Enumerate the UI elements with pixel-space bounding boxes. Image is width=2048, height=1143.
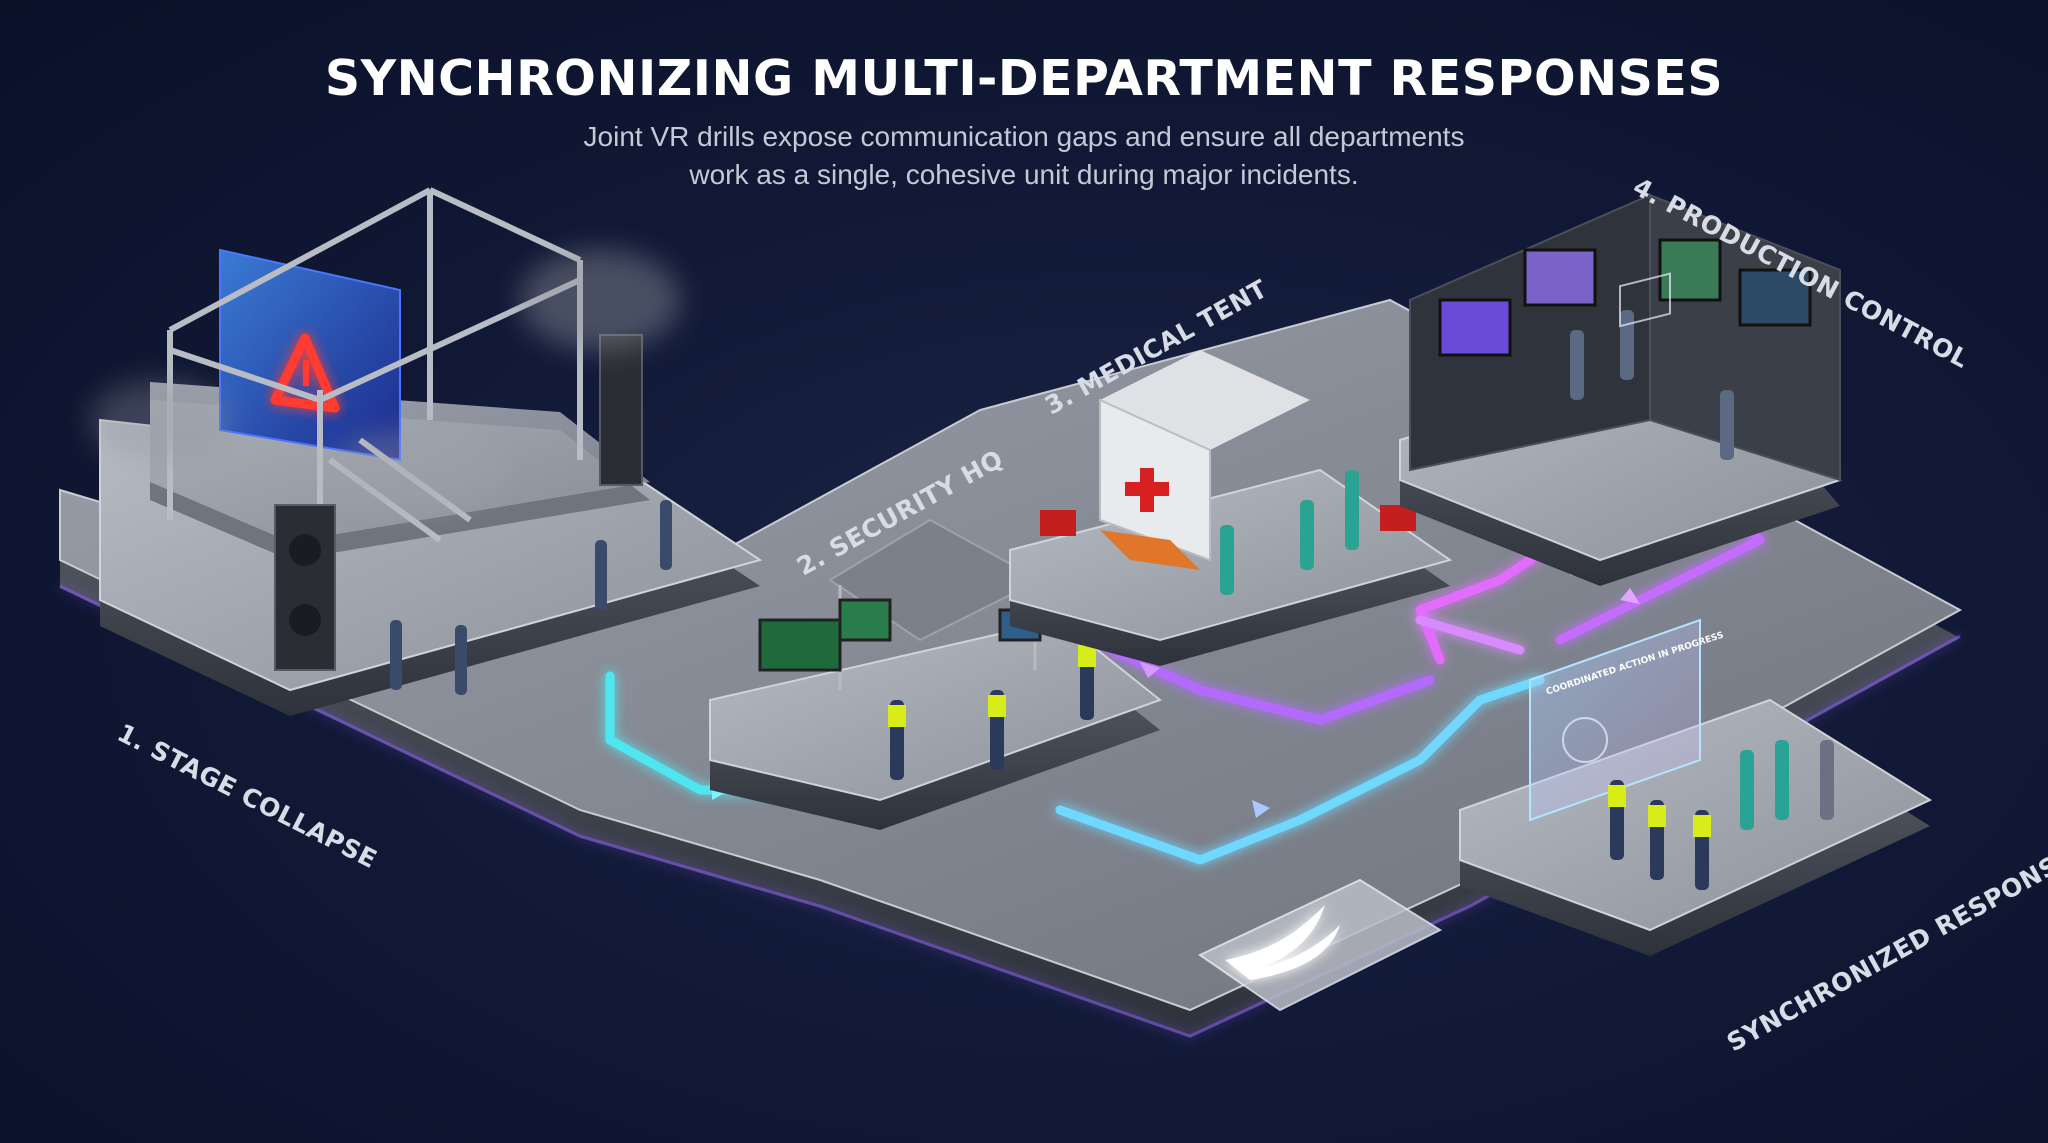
wing-logo-icon <box>1197 878 1443 1012</box>
holographic-display <box>1529 272 1701 822</box>
subtitle-line-1: Joint VR drills expose communication gap… <box>583 121 1465 152</box>
zone-stage-collapse <box>90 187 763 716</box>
smoke-debris <box>90 250 680 510</box>
zone-production-control <box>1399 193 1842 586</box>
page-subtitle: Joint VR drills expose communication gap… <box>524 118 1524 194</box>
control-room-screens <box>1438 238 1812 357</box>
control-operator-figures <box>1570 310 1734 460</box>
zone-medical-tent <box>1009 350 1453 666</box>
medic-figures <box>1220 470 1359 595</box>
stage-crew-figures <box>390 500 672 695</box>
speaker-stacks <box>274 334 643 671</box>
page-title: SYNCHRONIZING MULTI-DEPARTMENT RESPONSES <box>324 50 1724 107</box>
stage-truss <box>167 187 583 543</box>
stretcher <box>1100 530 1200 570</box>
subtitle-line-2: work as a single, cohesive unit during m… <box>689 159 1359 190</box>
zone-security-hq <box>709 518 1163 830</box>
medical-kits <box>1040 505 1416 536</box>
security-officer-figures <box>888 640 1096 780</box>
red-cross-icon <box>1125 468 1169 512</box>
zone-synchronized-response <box>1459 272 1933 956</box>
warning-triangle-icon <box>270 333 340 413</box>
team-figures <box>1608 740 1834 890</box>
